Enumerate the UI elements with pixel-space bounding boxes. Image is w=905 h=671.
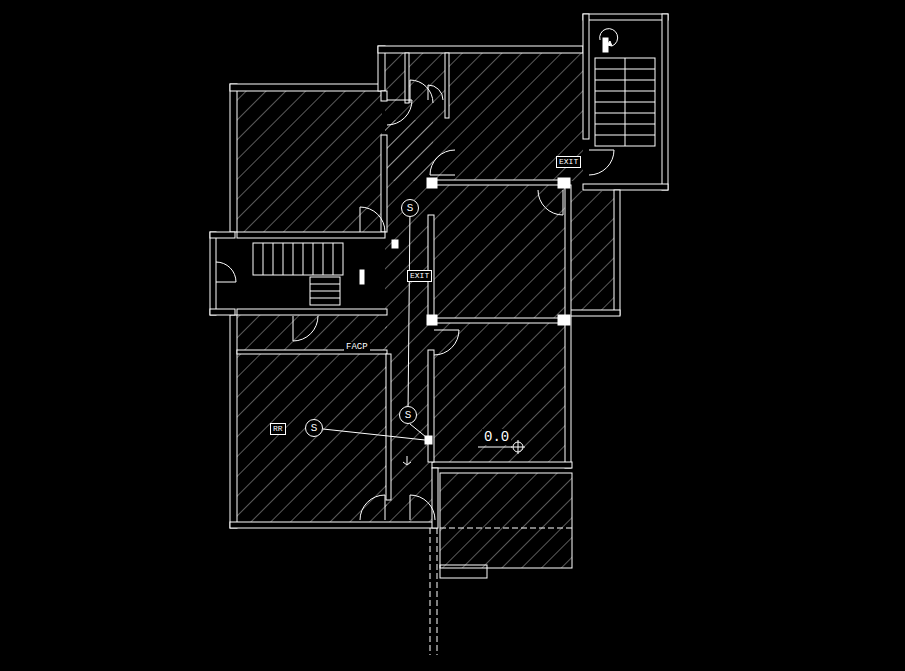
porch: [430, 473, 572, 655]
door-swing: [410, 80, 433, 103]
plan-label: FACP: [344, 342, 370, 353]
wall: [210, 232, 235, 238]
stair: [253, 243, 343, 275]
device-symbol: [478, 447, 512, 448]
door-swing: [434, 330, 459, 355]
wall: [405, 53, 409, 103]
room-hatch: [433, 322, 566, 463]
wall: [237, 309, 387, 315]
tag-label: EXIT: [407, 270, 432, 282]
device-symbol: [323, 240, 525, 465]
porch: [437, 528, 438, 655]
porch: [430, 528, 431, 655]
door-swing: [387, 100, 412, 125]
door-swing: [428, 85, 443, 100]
wall: [230, 315, 237, 528]
room-hatch: [571, 191, 615, 313]
wall: [230, 522, 437, 528]
wall: [432, 462, 572, 468]
stair: [595, 58, 655, 146]
wall: [230, 84, 382, 91]
porch: [440, 565, 487, 578]
wall: [428, 215, 434, 320]
wall: [432, 318, 567, 323]
wire: [408, 217, 410, 406]
detector-letter: S: [311, 423, 318, 434]
stair: [263, 243, 333, 275]
room-hatch: [385, 120, 433, 522]
wall: [381, 91, 387, 101]
device-symbol: [323, 429, 425, 440]
wall: [583, 184, 668, 190]
device-symbol: [392, 240, 398, 248]
door-swing: [293, 316, 318, 341]
smoke-detector: S: [305, 419, 323, 437]
room-hatch: [433, 185, 566, 319]
wall: [662, 14, 668, 190]
smoke-detector: S: [401, 199, 419, 217]
device-symbol: [511, 440, 525, 454]
door-swing: [410, 495, 435, 520]
wall: [583, 14, 668, 20]
door-swing: [589, 150, 614, 175]
room-hatch: [237, 354, 387, 523]
detector-letter: S: [405, 410, 412, 421]
device-symbol: [410, 424, 426, 437]
device-symbol: [360, 270, 364, 284]
room-hatch: [237, 53, 615, 568]
door-swing: [216, 262, 236, 282]
wall: [432, 180, 567, 185]
door-swing: [216, 80, 614, 520]
wall: [427, 315, 437, 325]
door-swing: [538, 190, 563, 215]
porch: [440, 528, 572, 529]
wall: [386, 354, 391, 500]
wall: [378, 46, 583, 53]
device-symbol: [403, 456, 411, 465]
room-hatch: [440, 473, 572, 568]
tag-label: RR: [270, 423, 286, 435]
wall: [237, 232, 385, 238]
porch: [440, 473, 572, 568]
wall: [230, 84, 237, 232]
wall: [614, 190, 620, 315]
plan-label: 0.0: [482, 429, 511, 445]
detector-letter: S: [407, 203, 414, 214]
door-swing: [360, 207, 385, 232]
wall: [565, 185, 571, 468]
stair: [310, 284, 340, 298]
wall: [210, 232, 216, 315]
stair: [253, 29, 655, 305]
smoke-detector: S: [399, 406, 417, 424]
stair: [595, 58, 655, 146]
wall: [583, 14, 589, 139]
wall: [428, 350, 434, 462]
device-symbol: [425, 436, 432, 444]
wall: [558, 315, 570, 325]
wall: [427, 178, 437, 188]
stair: [603, 38, 608, 52]
wall: [570, 310, 620, 316]
door-swing: [430, 150, 455, 175]
wall: [210, 309, 235, 315]
stair: [600, 29, 618, 46]
stair: [310, 277, 340, 305]
wall: [381, 135, 387, 232]
wall: [445, 53, 449, 118]
wall: [558, 178, 570, 188]
tag-label: EXIT: [556, 156, 581, 168]
door-swing: [360, 495, 385, 520]
wall: [210, 14, 668, 528]
